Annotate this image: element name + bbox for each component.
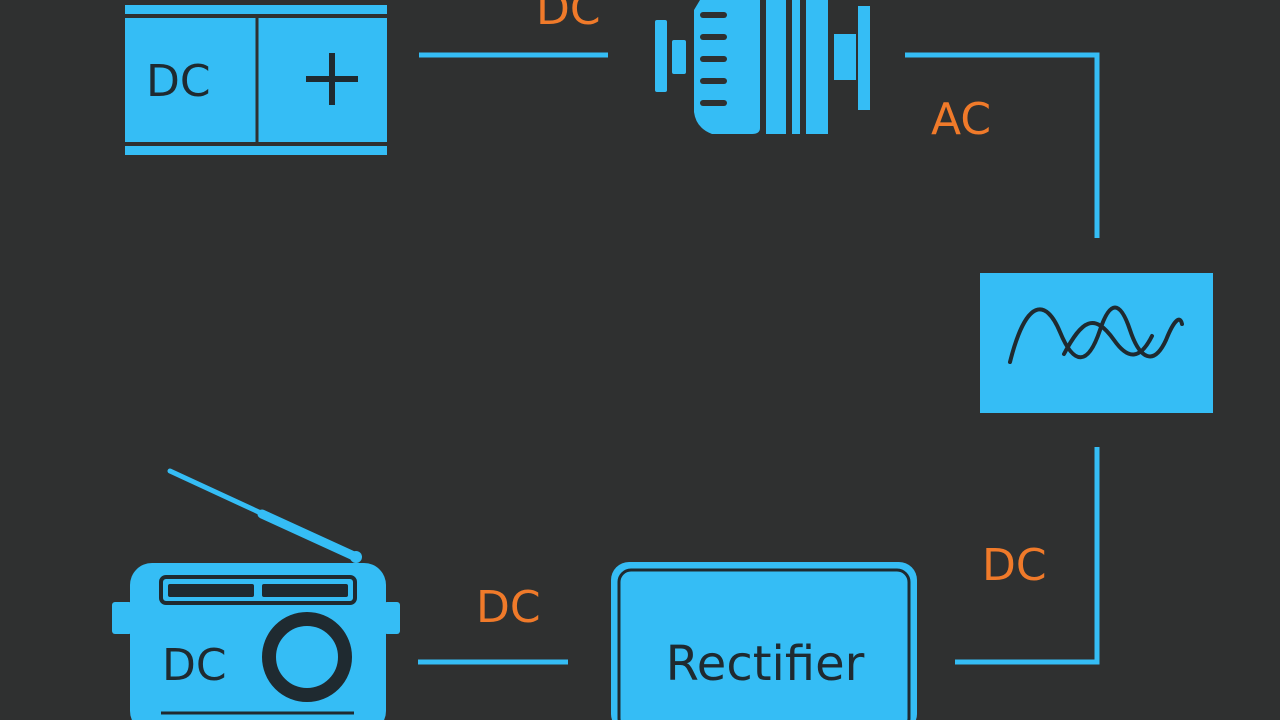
radio-left-knob: [112, 602, 132, 634]
radio-speaker: [262, 612, 352, 702]
oscillator-box: [980, 273, 1213, 413]
battery-icon: DC: [125, 5, 387, 155]
alternator-icon: [655, 0, 870, 134]
battery-label: DC: [146, 56, 211, 107]
connector-lines: [418, 52, 1100, 665]
label-battery-generator: DC: [536, 0, 601, 35]
radio-antenna-base: [257, 509, 361, 562]
battery-top-rail: [125, 5, 387, 14]
label-generator-oscillator: AC: [931, 94, 991, 145]
line-oscillator-rectifier: [955, 447, 1100, 665]
label-rectifier-radio: DC: [476, 582, 541, 633]
rectifier-label: Rectifier: [666, 636, 865, 692]
radio-label: DC: [162, 640, 227, 691]
rectifier-box: Rectifier: [611, 562, 917, 720]
radio-right-knob: [384, 602, 400, 634]
label-oscillator-rectifier: DC: [982, 540, 1047, 591]
rectifier-inner-outline: [617, 568, 911, 720]
line-generator-oscillator: [905, 52, 1100, 238]
battery-plus-icon: [306, 53, 358, 105]
battery-bottom-rail: [125, 146, 387, 155]
sine-wave-icon: [1008, 305, 1184, 364]
radio-icon: DC: [112, 468, 400, 720]
